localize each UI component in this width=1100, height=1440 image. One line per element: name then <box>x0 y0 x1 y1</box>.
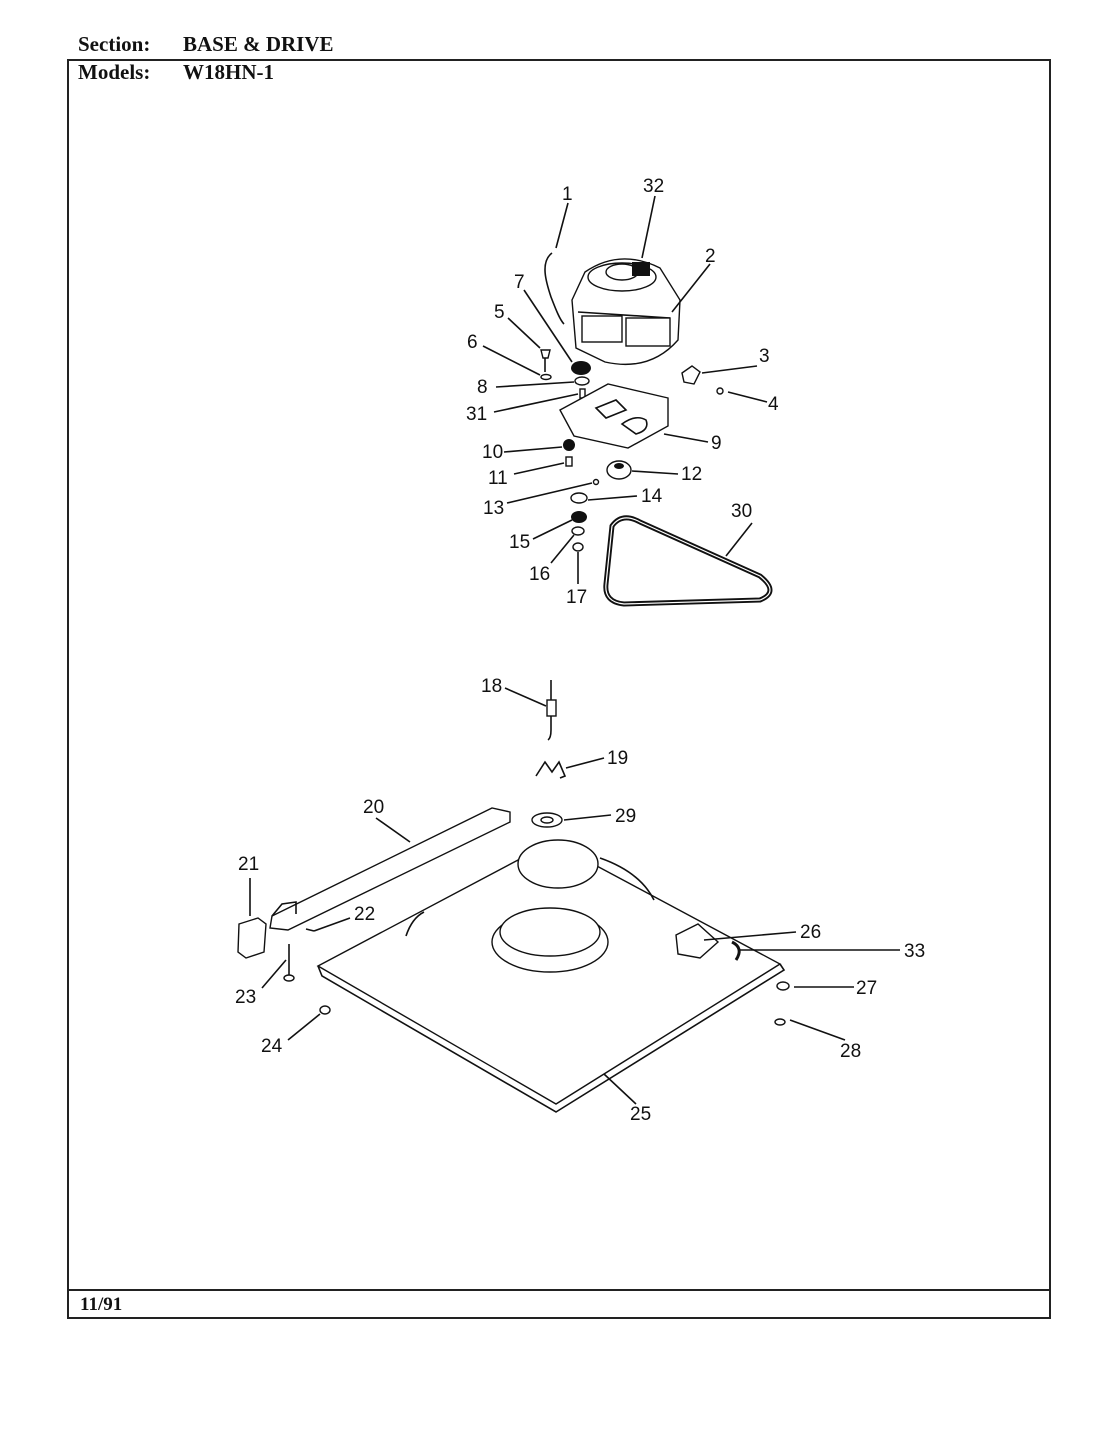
part-nut-17 <box>572 542 584 552</box>
callout-3: 3 <box>759 346 770 367</box>
part-bolt-23 <box>283 944 295 982</box>
part-foot <box>237 917 267 959</box>
models-value: W18HN-1 <box>183 60 274 84</box>
part-connector <box>632 262 650 276</box>
part-washer-27 <box>776 981 790 991</box>
part-nut-24 <box>319 1005 331 1015</box>
part-nut-10 <box>563 439 575 451</box>
callout-16: 16 <box>529 564 550 585</box>
footer-date: 11/91 <box>80 1294 123 1315</box>
part-screw-4 <box>716 387 724 395</box>
callout-26: 26 <box>800 922 821 943</box>
callout-10: 10 <box>482 442 503 463</box>
callout-22: 22 <box>354 904 375 925</box>
callout-labels: 1 2 3 4 5 6 7 8 9 10 11 12 13 14 15 16 1… <box>235 176 925 1125</box>
callout-21: 21 <box>238 854 259 875</box>
callout-28: 28 <box>840 1041 861 1062</box>
callout-17: 17 <box>566 587 587 608</box>
callout-6: 6 <box>467 332 478 353</box>
part-switch <box>675 923 720 959</box>
callout-7: 7 <box>514 272 525 293</box>
callout-18: 18 <box>481 676 502 697</box>
part-clip <box>535 760 567 779</box>
callout-23: 23 <box>235 987 256 1008</box>
callout-13: 13 <box>483 498 504 519</box>
part-washer-16 <box>571 526 585 536</box>
callout-19: 19 <box>607 748 628 769</box>
part-base <box>316 839 786 1113</box>
callout-27: 27 <box>856 978 877 999</box>
callout-12: 12 <box>681 464 702 485</box>
callout-24: 24 <box>261 1036 283 1057</box>
footer-rule <box>67 1289 1051 1291</box>
callout-25: 25 <box>630 1104 651 1125</box>
part-pin-22 <box>305 928 315 932</box>
callout-8: 8 <box>477 377 488 398</box>
part-bearing-15 <box>571 511 587 523</box>
callout-5: 5 <box>494 302 505 323</box>
part-pin-11 <box>565 456 573 467</box>
part-bracket <box>681 365 701 385</box>
part-spacer-8 <box>574 376 590 386</box>
part-washer-14 <box>570 492 588 504</box>
part-washer-6 <box>540 373 552 381</box>
part-screw-28 <box>774 1018 786 1026</box>
part-pulley <box>571 361 591 375</box>
callout-9: 9 <box>711 433 722 454</box>
callout-29: 29 <box>615 806 636 827</box>
callout-1: 1 <box>562 184 573 205</box>
section-label: Section: <box>78 32 151 56</box>
part-brace <box>269 807 511 931</box>
callout-14: 14 <box>641 486 663 507</box>
part-bolt <box>540 349 551 359</box>
part-spring <box>546 680 557 741</box>
part-ball-13 <box>592 478 600 486</box>
callout-30: 30 <box>731 501 752 522</box>
callout-2: 2 <box>705 246 716 267</box>
part-wire-harness <box>544 252 565 325</box>
callout-4: 4 <box>768 394 779 415</box>
models-label: Models: <box>78 60 151 84</box>
callout-15: 15 <box>509 532 530 553</box>
section-value: BASE & DRIVE <box>183 32 334 56</box>
callout-31: 31 <box>466 404 487 425</box>
leader-lines <box>249 195 900 1105</box>
diagram-frame <box>67 59 1051 1319</box>
part-motor <box>571 258 681 366</box>
callout-11: 11 <box>488 468 508 489</box>
part-idler <box>606 460 632 480</box>
part-wire-33 <box>731 940 741 961</box>
callout-32: 32 <box>643 176 664 197</box>
callout-20: 20 <box>363 797 384 818</box>
callout-33: 33 <box>904 941 925 962</box>
